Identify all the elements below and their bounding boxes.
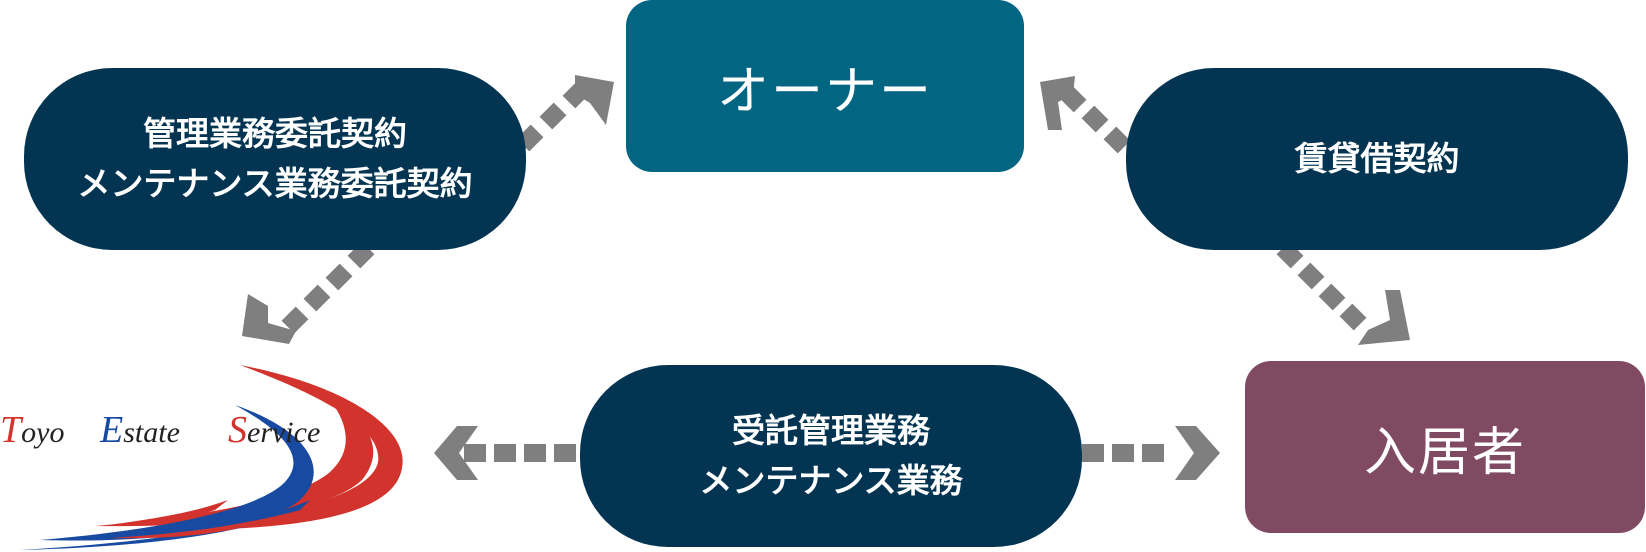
arrow-management-to-company xyxy=(242,241,375,344)
resident-label: 入居者 xyxy=(1363,422,1526,483)
logo-text-toyo: Toyo xyxy=(0,409,64,451)
arrow-management-to-owner xyxy=(516,75,614,152)
consigned-services-line2: メンテナンス業務 xyxy=(699,461,963,500)
logo-swoosh-icon xyxy=(20,365,403,550)
arrow-consigned-to-company xyxy=(434,426,576,480)
arrow-consigned-to-resident xyxy=(1082,426,1220,480)
lease-contract-label: 賃貸借契約 xyxy=(1294,139,1460,178)
arrow-lease-to-owner xyxy=(1040,76,1131,154)
logo-text-service: Service xyxy=(228,409,320,451)
owner-node: オーナー xyxy=(626,0,1024,172)
management-contract-line2: メンテナンス業務委託契約 xyxy=(77,164,473,203)
management-contract-line1: 管理業務委託契約 xyxy=(143,114,407,153)
resident-node: 入居者 xyxy=(1245,361,1645,533)
lease-contract-pill: 賃貸借契約 xyxy=(1126,68,1628,250)
logo-text-estate: Estate xyxy=(99,409,180,451)
owner-label: オーナー xyxy=(716,61,933,122)
consigned-services-line1: 受託管理業務 xyxy=(732,411,930,450)
consigned-services-pill: 受託管理業務 メンテナンス業務 xyxy=(580,365,1082,547)
arrow-lease-to-resident xyxy=(1276,241,1410,345)
company-logo: Toyo Estate Service xyxy=(0,365,403,550)
management-contract-pill: 管理業務委託契約 メンテナンス業務委託契約 xyxy=(24,68,526,250)
